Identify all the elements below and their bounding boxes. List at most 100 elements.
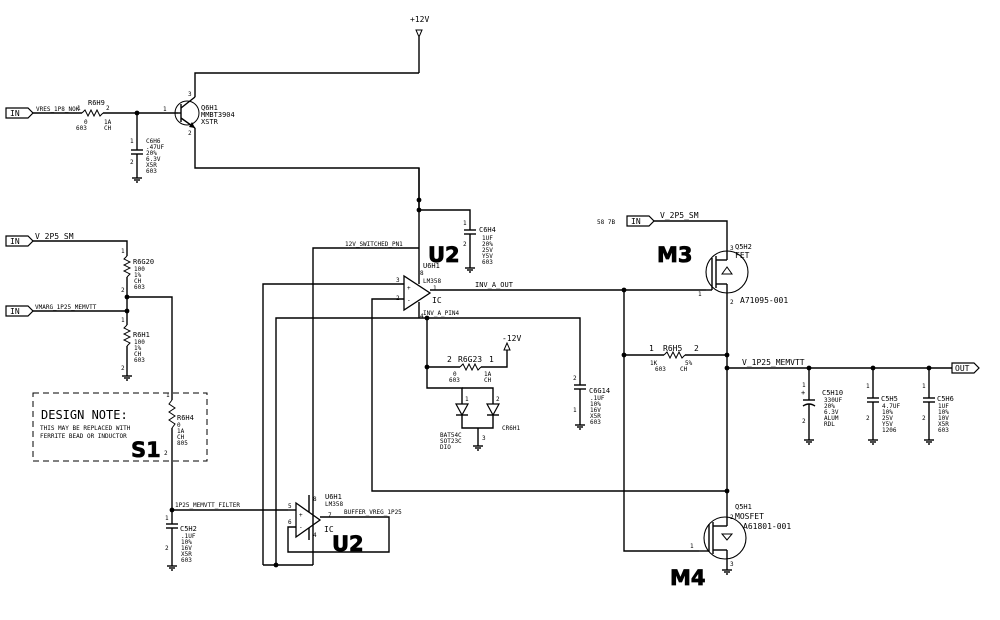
r6g20-p2-label: 2 — [121, 287, 125, 294]
r6g20-ref-label: R6G20 — [133, 258, 154, 266]
c6g14-die-label: X5R — [590, 413, 601, 420]
resistor-r6h4: 1 2 R6H4 0 1A CH 805 — [164, 392, 194, 457]
c5h5-val-label: 4.7UF — [882, 403, 900, 410]
input-port-vres[interactable]: IN VRES_1P8_NOK — [5, 106, 80, 119]
svg-text:+: + — [801, 389, 805, 397]
c5h10-ref-label: C5H10 — [822, 389, 843, 397]
c5h6-val-label: 1UF — [938, 403, 949, 410]
svg-text:+: + — [299, 512, 303, 519]
q5h1-part-label: A61801-001 — [743, 522, 791, 531]
r6h4-tol-label: 1A — [177, 428, 185, 435]
c5h5-p1-label: 1 — [866, 383, 870, 390]
port-label: IN — [10, 307, 20, 316]
c5h6-p1-label: 1 — [922, 383, 926, 390]
c6h4-pkg-label: 603 — [482, 259, 493, 266]
c6h4-p1-label: 1 — [463, 220, 467, 227]
r6h4-ref-label: R6H4 — [177, 414, 194, 422]
c5h6-tol-label: 10% — [938, 409, 949, 416]
r6h1-tol-label: 1% — [134, 345, 142, 352]
c6h6-pkg-label: 603 — [146, 168, 157, 175]
r6h9-ref-label: R6H9 — [88, 99, 105, 107]
u6h1b-p5-label: 5 — [288, 503, 292, 510]
r6h9-val-label: 0 — [84, 119, 88, 126]
net-label-buffer: BUFFER_VREG_1P25 — [344, 509, 402, 516]
input-port-v2p5-right[interactable]: 58 7B IN V_2P5_SM — [597, 211, 699, 227]
q6h1-part-label: MMBT3904 — [201, 111, 235, 119]
r6g23-type-label: CH — [484, 377, 492, 384]
r6h4-type-label: CH — [177, 434, 185, 441]
r6h4-pkg-label: 805 — [177, 440, 188, 447]
resistor-r6h1: 1 2 R6H1 100 1% CH 603 — [121, 317, 150, 381]
svg-text:-: - — [407, 297, 411, 304]
r6g20-val-label: 100 — [134, 266, 145, 273]
c6g14-tol-label: 10% — [590, 401, 601, 408]
capacitor-c5h5: 1 2 C5H5 4.7UF 10% 25V Y5V 1206 — [866, 368, 900, 445]
c6h6-volt-label: 6.3V — [146, 156, 161, 163]
overlay-label-u2-top: U2 — [428, 243, 460, 267]
r6g23-ref-label: R6G23 — [458, 355, 482, 364]
capacitor-c6h4: 1 2 C6H4 1UF 20% 25V Y5V 603 — [463, 220, 496, 273]
r6h5-val-label: 1K — [650, 360, 658, 367]
minus12v-supply: -12V — [502, 334, 521, 351]
r6g20-type-label: CH — [134, 278, 142, 285]
r6g20-pkg-label: 603 — [134, 284, 145, 291]
transistor-q6h1: 1 3 2 Q6H1 MMBT3904 XSTR — [163, 91, 235, 137]
sheet-ref: 58 7B — [597, 219, 615, 226]
q5h1-p2-label: 2 — [730, 514, 734, 521]
design-note-title: DESIGN NOTE: — [41, 408, 128, 422]
c5h6-ref-label: C5H6 — [937, 395, 954, 403]
r6h1-pkg-label: 603 — [134, 357, 145, 364]
r6h1-p2-label: 2 — [121, 365, 125, 372]
c5h6-volt-label: 10V — [938, 415, 949, 422]
c5h5-die-label: Y5V — [882, 421, 893, 428]
r6h5-type-label: CH — [680, 366, 688, 373]
r6g23-pkg-label: 603 — [449, 377, 460, 384]
net-label-pin4: INV_A_PIN4 — [423, 310, 460, 317]
q5h1-desc-label: MOSFET — [735, 512, 764, 521]
r6h9-p1-label: 1 — [77, 105, 81, 112]
c5h5-p2-label: 2 — [866, 415, 870, 422]
opamp-u6h1b: + - 8 4 5 6 7 U6H1 LM358 IC — [288, 493, 343, 540]
q5h1-ref-label: Q5H1 — [735, 503, 752, 511]
cr6h1-p3-label: 3 — [482, 435, 486, 442]
c5h6-pkg-label: 603 — [938, 427, 949, 434]
q5h2-p2-label: 2 — [730, 299, 734, 306]
capacitor-c6h6: 1 2 C6H6 .47UF 20% 6.3V X5R 603 — [130, 113, 164, 183]
r6h4-p1-label: 1 — [166, 392, 170, 399]
u6h1b-p8-label: 8 — [313, 496, 317, 503]
r6g23-p2-label: 2 — [447, 355, 452, 364]
u6h1b-desc-label: IC — [324, 525, 334, 534]
q5h1-p3-label: 3 — [730, 561, 734, 568]
r6h5-p1-label: 1 — [649, 344, 654, 353]
r6g23-tol-label: 1A — [484, 371, 492, 378]
design-note-line1: THIS MAY BE REPLACED WITH — [40, 425, 131, 432]
output-port[interactable]: OUT — [951, 362, 980, 374]
net-label-switched: 12V_SWITCHED_PN1 — [345, 241, 403, 248]
r6h9-p2-label: 2 — [106, 105, 110, 112]
port-label: IN — [10, 237, 20, 246]
plus12v-supply: +12V — [410, 15, 429, 73]
c5h2-val-label: .1UF — [181, 533, 196, 540]
q5h2-ref-label: Q5H2 — [735, 243, 752, 251]
c6h6-tol-label: 20% — [146, 150, 157, 157]
c6h4-val-label: 1UF — [482, 235, 493, 242]
net-label-vmarg: VMARG_1P25_MEMVTT — [35, 304, 97, 311]
c5h2-ref-label: C5H2 — [180, 525, 197, 533]
input-port-v2p5-left[interactable]: IN V_2P5_SM — [5, 232, 74, 247]
u6h1a-part-label: LM358 — [423, 278, 441, 285]
fet-q5h2: 1 3 2 Q5H2 FET A71095-001 — [698, 243, 788, 306]
u6h1a-p4-label: 4 — [420, 313, 424, 320]
input-port-vmarg[interactable]: IN VMARG_1P25_MEMVTT — [5, 304, 97, 317]
r6h5-p2-label: 2 — [694, 344, 699, 353]
diode-cr6h1: 1 2 3 BAT54C SOT23C DIO CR6H1 — [426, 367, 520, 451]
u6h1b-part-label: LM358 — [325, 501, 343, 508]
r6g20-tol-label: 1% — [134, 272, 142, 279]
r6h9-type-label: CH — [104, 125, 112, 132]
c6h4-ref-label: C6H4 — [479, 226, 496, 234]
q5h2-desc-label: FET — [735, 251, 750, 260]
q6h1-desc-label: XSTR — [201, 118, 219, 126]
c5h10-p2-label: 2 — [802, 418, 806, 425]
c6h6-p1-label: 1 — [130, 138, 134, 145]
overlay-label-s1: S1 — [131, 438, 161, 462]
q6h1-p2-label: 2 — [188, 130, 192, 137]
